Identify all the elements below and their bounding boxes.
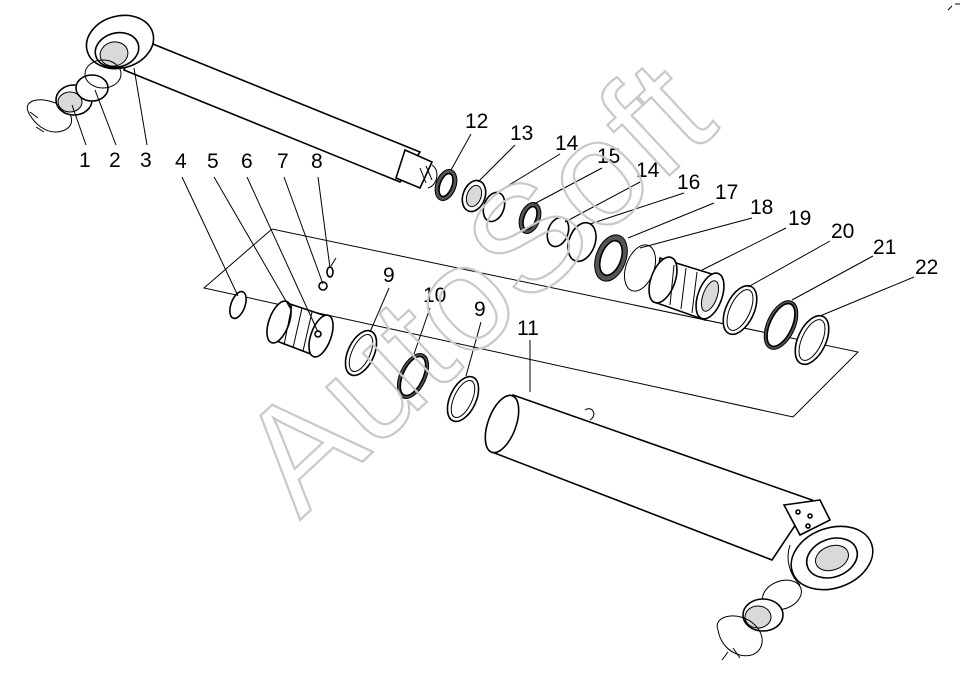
rod-seal-set [434, 169, 542, 234]
callout-labels: 1 2 3 4 5 6 7 8 9 10 9 11 12 13 14 15 14… [79, 110, 938, 340]
callout-8: 8 [311, 150, 323, 173]
leader-lines [71, 67, 915, 392]
callout-1: 1 [79, 149, 91, 172]
callout-12: 12 [465, 110, 488, 133]
callout-18: 18 [750, 196, 773, 219]
rod-eye-bushing-set [27, 59, 122, 133]
tube-eye-bushing-set [716, 579, 802, 661]
callout-19: 19 [788, 207, 811, 230]
corner-mark [947, 3, 960, 11]
callout-5: 5 [207, 150, 219, 173]
callout-7: 7 [277, 150, 289, 173]
callout-22: 22 [915, 256, 938, 279]
callout-21: 21 [873, 236, 896, 259]
callout-4: 4 [175, 150, 187, 173]
callout-20: 20 [831, 220, 854, 243]
callout-9b: 9 [474, 298, 486, 321]
callout-17: 17 [715, 181, 738, 204]
callout-14a: 14 [555, 132, 579, 155]
callout-9a: 9 [383, 264, 395, 287]
cylinder-head-set [546, 216, 725, 322]
callout-11: 11 [517, 317, 539, 340]
callout-3: 3 [140, 149, 152, 172]
callout-13: 13 [510, 122, 533, 145]
callout-10: 10 [423, 284, 446, 307]
assembly-plane [202, 228, 860, 418]
callout-15: 15 [597, 145, 620, 168]
piston-rod [85, 14, 438, 190]
head-ring-set [722, 284, 830, 366]
callout-6: 6 [241, 150, 253, 173]
callout-16: 16 [677, 171, 700, 194]
callout-14b: 14 [636, 159, 660, 182]
cylinder-tube [484, 393, 874, 591]
callout-2: 2 [109, 149, 121, 172]
